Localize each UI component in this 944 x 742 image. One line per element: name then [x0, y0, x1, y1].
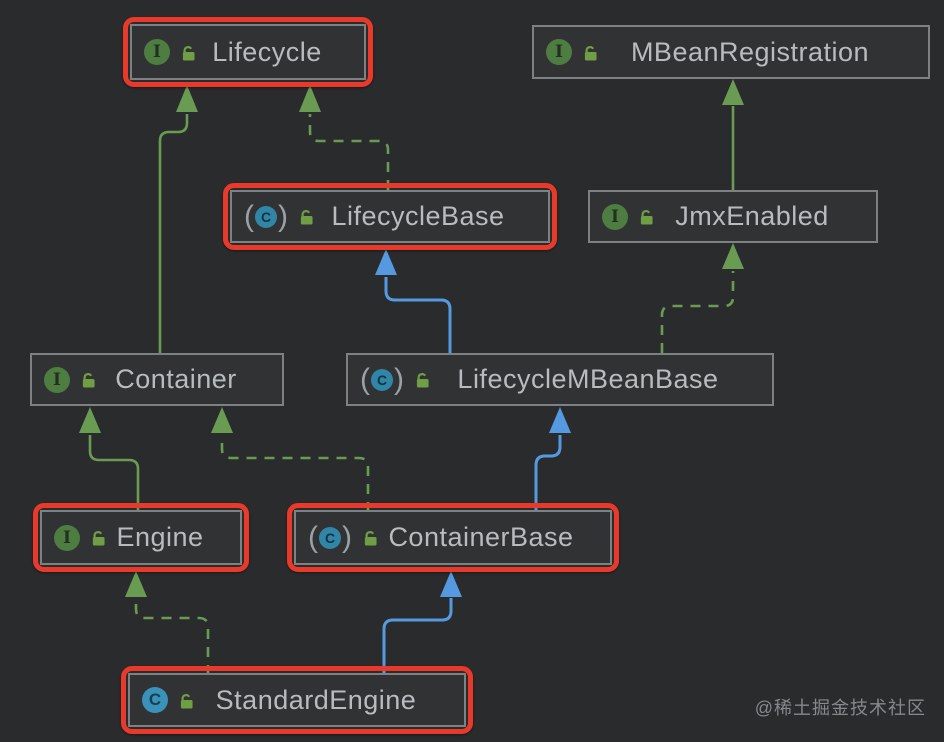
open-lock-icon	[182, 45, 195, 61]
node-icons: I	[44, 366, 96, 393]
edge-standardEngine-extends-containerBase	[382, 571, 462, 675]
node-label: LifecycleMBeanBase	[457, 364, 719, 394]
class-icon: C	[142, 687, 168, 713]
open-lock-icon	[364, 531, 377, 546]
node-icons: ( C )	[244, 199, 314, 233]
node-mbeanregistration[interactable]: I MBeanRegistration	[532, 25, 930, 79]
node-jmxenabled[interactable]: I JmxEnabled	[588, 190, 878, 243]
edge-containerBase-implements-container	[211, 407, 370, 512]
interface-icon: I	[144, 39, 170, 65]
edge-containerBase-extends-lifecycleMBeanBase	[534, 407, 571, 512]
open-lock-icon	[82, 373, 95, 388]
node-containerbase[interactable]: ( C ) ContainerBase	[294, 510, 612, 565]
open-lock-icon	[584, 45, 597, 61]
node-label: Lifecycle	[212, 36, 322, 67]
node-engine[interactable]: I Engine	[40, 510, 242, 565]
node-lifecyclebase[interactable]: ( C ) LifecycleBase	[230, 190, 550, 243]
open-lock-icon	[92, 531, 105, 546]
open-lock-icon	[180, 693, 193, 709]
node-icons: I	[546, 39, 598, 65]
node-label: Engine	[116, 522, 204, 552]
node-lifecycle[interactable]: I Lifecycle	[130, 24, 366, 80]
node-icons: I	[602, 203, 654, 230]
node-standardengine[interactable]: C StandardEngine	[128, 673, 466, 727]
abstract-class-icon: ( C )	[244, 199, 288, 233]
node-icons: I	[54, 524, 106, 551]
open-lock-icon	[416, 373, 429, 388]
node-label: MBeanRegistration	[630, 36, 870, 67]
abstract-class-icon: ( C )	[308, 520, 352, 554]
node-icons: C	[142, 687, 194, 713]
node-icons: ( C )	[360, 362, 430, 396]
node-icons: ( C )	[308, 520, 378, 554]
abstract-class-icon: ( C )	[360, 362, 404, 396]
node-icons: I	[144, 39, 196, 65]
edge-engine-extends-container	[79, 407, 140, 512]
interface-icon: I	[54, 524, 80, 551]
edge-jmxEnabled-extends-mbeanRegistration	[722, 79, 744, 190]
open-lock-icon	[300, 210, 313, 225]
node-lifecyclembeanbase[interactable]: ( C ) LifecycleMBeanBase	[346, 353, 774, 406]
node-label: JmxEnabled	[675, 201, 829, 231]
edge-lifecycleMBeanBase-extends-lifecycleBase	[375, 249, 452, 353]
interface-icon: I	[44, 366, 70, 393]
interface-icon: I	[546, 39, 572, 65]
node-label: ContainerBase	[388, 522, 574, 552]
node-label: LifecycleBase	[331, 201, 505, 231]
interface-icon: I	[602, 203, 628, 230]
edge-standardEngine-implements-engine	[125, 571, 210, 675]
node-container[interactable]: I Container	[30, 353, 284, 406]
edge-container-extends-lifecycle	[158, 85, 198, 353]
edge-lifecycleMBeanBase-implements-jmxEnabled	[660, 243, 744, 353]
node-label: StandardEngine	[215, 684, 417, 715]
open-lock-icon	[640, 210, 653, 225]
node-label: Container	[115, 364, 237, 394]
watermark: @稀土掘金技术社区	[754, 698, 926, 718]
edge-lifecycleBase-implements-lifecycle	[299, 85, 390, 190]
